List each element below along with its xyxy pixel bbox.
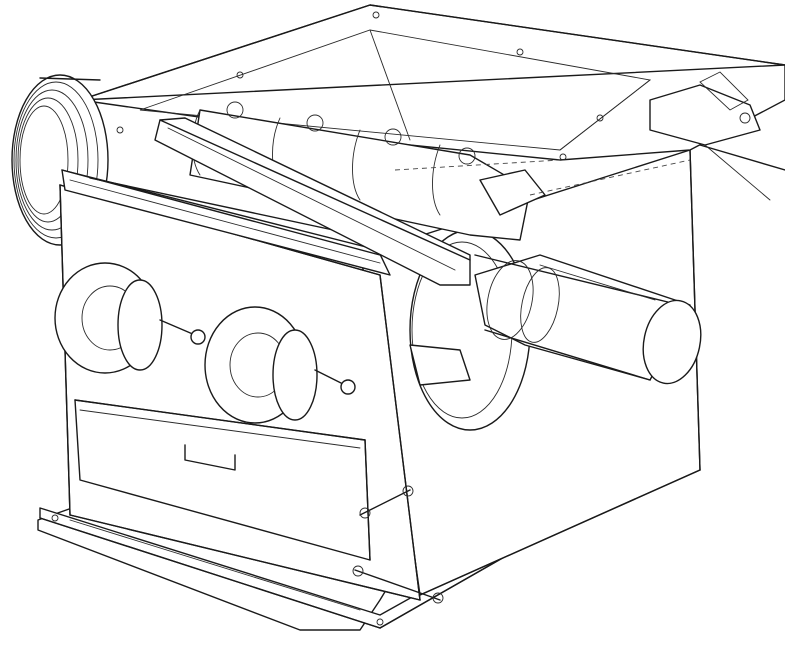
door-handle [184,444,236,471]
rotor-shaft [474,254,702,385]
right-handwheel [204,306,356,424]
clamp-lever-lower [352,565,444,604]
access-door [74,399,371,561]
hidden-lines [394,159,691,196]
clamp-lever-upper [359,485,414,519]
rotor-assembly [154,101,546,431]
frame-bracket [649,71,785,201]
left-handwheel [54,262,206,374]
